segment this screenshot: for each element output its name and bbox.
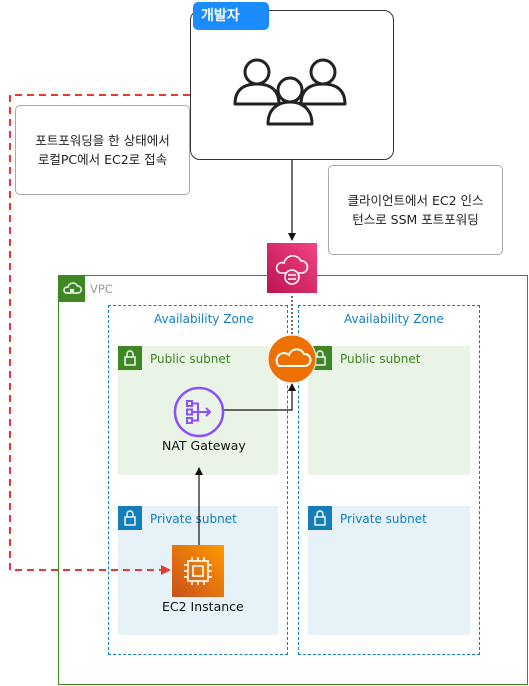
vpc-label: VPC [90, 282, 113, 296]
vpc-cloud-icon [59, 276, 85, 302]
availability-zone-b-label: Availability Zone [344, 312, 444, 326]
developer-badge: 개발자 [193, 2, 269, 30]
ec2-instance-icon [172, 545, 224, 597]
public-subnet-b-label: Public subnet [340, 352, 421, 366]
ec2-instance-label: EC2 Instance [162, 599, 244, 614]
availability-zone-a [108, 305, 288, 655]
private-subnet-a-lock-icon [118, 506, 142, 530]
note-ssm-port-forward-text: 클라이언트에서 EC2 인스 턴스로 SSM 포트포워딩 [347, 192, 484, 227]
note-local-port-forward: 포트포워딩을 한 상태에서 로컬PC에서 EC2로 접속 [15, 105, 190, 195]
private-subnet-b [308, 506, 470, 635]
note-local-port-forward-text: 포트포워딩을 한 상태에서 로컬PC에서 EC2로 접속 [35, 132, 170, 167]
arrow-nat-to-internet-gateway [224, 383, 296, 411]
nat-gateway-label: NAT Gateway [162, 438, 246, 453]
availability-zone-a-label: Availability Zone [154, 312, 254, 326]
private-subnet-b-label: Private subnet [340, 512, 427, 526]
public-subnet-a-label: Public subnet [150, 352, 231, 366]
public-subnet-a-lock-icon [118, 346, 142, 370]
note-ssm-port-forward: 클라이언트에서 EC2 인스 턴스로 SSM 포트포워딩 [328, 165, 503, 255]
nat-gateway-icon [173, 386, 225, 438]
arrow-local-pc-to-ec2 [9, 94, 190, 575]
users-icon [233, 58, 347, 126]
public-subnet-b [308, 346, 470, 475]
private-subnet-b-lock-icon [308, 506, 332, 530]
ssm-icon [267, 243, 317, 293]
availability-zone-b [298, 305, 480, 655]
private-subnet-a-label: Private subnet [150, 512, 237, 526]
internet-gateway-icon [267, 334, 317, 384]
